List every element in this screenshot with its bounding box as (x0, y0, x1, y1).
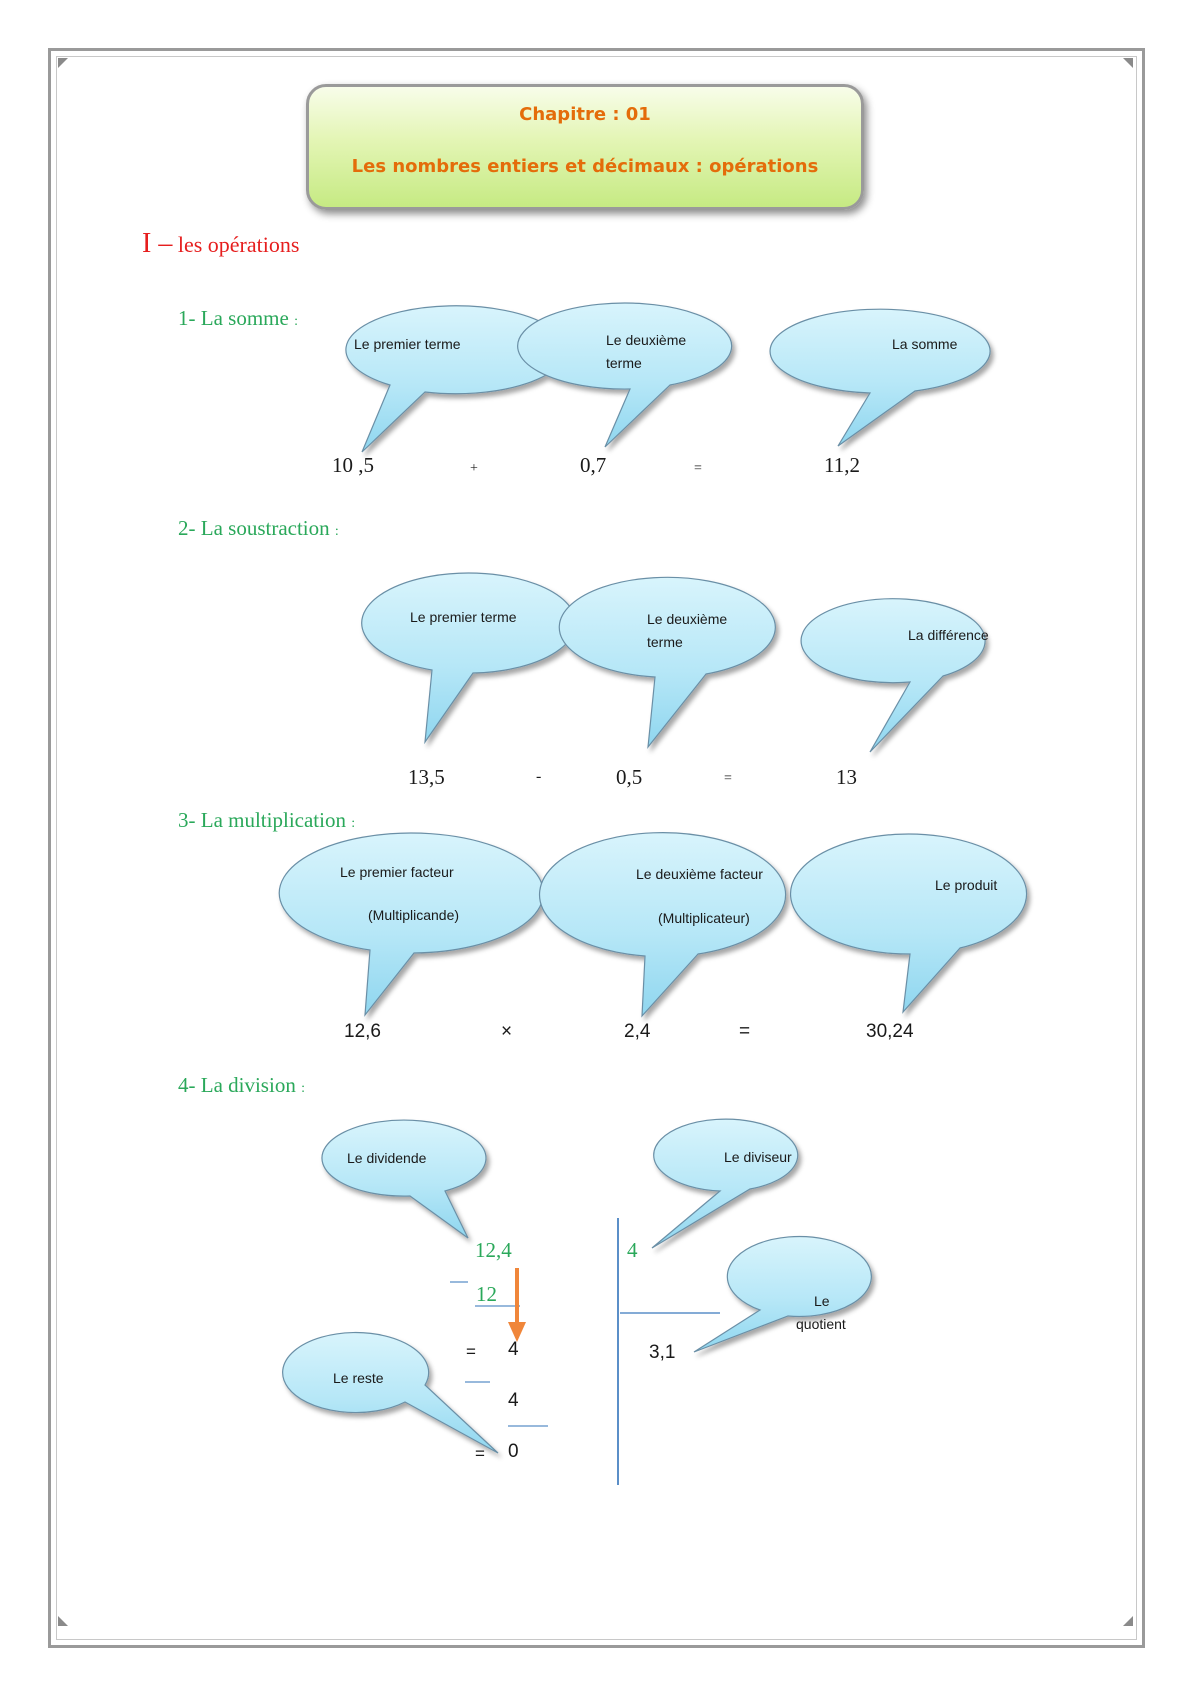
section-multiplication-heading: 3- La multiplication : (178, 808, 355, 833)
label-somme-result: La somme (892, 336, 958, 352)
label-division-remainder: Le reste (333, 1370, 384, 1386)
bubble-soustraction-second (558, 576, 776, 749)
bubble-soustraction-result (800, 598, 986, 753)
multiplication-times-sign: × (501, 1021, 513, 1042)
chapter-title-box: Chapitre : 01 Les nombres entiers et déc… (306, 84, 864, 210)
section-somme-colon: : (294, 314, 298, 329)
multiplication-product: 30,24 (866, 1021, 914, 1042)
corner-ornament-top-left (58, 58, 68, 68)
division-divisor: 4 (627, 1238, 638, 1262)
label-somme-second-term-line2: terme (606, 355, 642, 371)
soustraction-equals-sign: = (724, 771, 732, 786)
bring-down-arrow-head (508, 1322, 526, 1342)
multiplication-equals-sign: = (739, 1021, 751, 1042)
label-division-divisor: Le diviseur (724, 1149, 792, 1165)
section-multiplication-title: 3- La multiplication (178, 808, 346, 832)
bubble-division-quotient (693, 1235, 872, 1353)
page-border-inner (56, 56, 1137, 1640)
section-soustraction-heading: 2- La soustraction : (178, 516, 339, 541)
label-multiplication-multiplier: (Multiplicateur) (658, 910, 750, 926)
label-division-dividend: Le dividende (347, 1150, 427, 1166)
division-quotient: 3,1 (649, 1342, 676, 1363)
corner-ornament-top-right (1123, 58, 1133, 68)
soustraction-second-term: 0,5 (616, 765, 643, 789)
section-somme-heading: 1- La somme : (178, 306, 298, 331)
label-multiplication-first-factor: Le premier facteur (340, 864, 454, 880)
label-soustraction-second-term-line1: Le deuxième (647, 611, 728, 627)
multiplication-second-factor: 2,4 (624, 1021, 651, 1042)
label-soustraction-first-term: Le premier terme (410, 609, 517, 625)
bubble-division-divisor (651, 1118, 799, 1249)
division-first-subtrahend: 12 (476, 1282, 497, 1306)
bubble-soustraction-first (361, 572, 577, 745)
somme-first-term: 10 ,5 (332, 453, 374, 477)
section-somme-title: 1- La somme (178, 306, 289, 330)
chapter-number: Chapitre : 01 (519, 104, 651, 125)
division-step1-value: 4 (508, 1339, 519, 1360)
bubble-division-dividend (321, 1119, 487, 1239)
section-soustraction-colon: : (334, 524, 339, 539)
label-multiplication-multiplicand: (Multiplicande) (368, 907, 460, 923)
label-soustraction-difference: La différence (908, 627, 989, 643)
corner-ornament-bottom-right (1123, 1616, 1133, 1626)
bubble-somme-first (345, 305, 567, 453)
soustraction-first-term: 13,5 (408, 765, 445, 789)
somme-equals-sign: = (694, 461, 702, 476)
section-main-heading: I – les opérations (142, 228, 299, 260)
soustraction-minus-sign: - (536, 768, 542, 785)
label-division-quotient-line2: quotient (796, 1316, 846, 1332)
section-multiplication-colon: : (351, 816, 356, 831)
label-somme-first-term: Le premier terme (354, 336, 461, 352)
section-soustraction-title: 2- La soustraction (178, 516, 330, 540)
division-remainder: 0 (508, 1441, 519, 1462)
bubble-multiplication-second (538, 832, 787, 1018)
label-somme-second-term-line1: Le deuxième (606, 332, 687, 348)
section-main-title: les opérations (177, 232, 300, 257)
corner-ornament-bottom-left (58, 1616, 68, 1626)
multiplication-first-factor: 12,6 (344, 1021, 381, 1042)
section-division-colon: : (301, 1081, 305, 1096)
chapter-title: Les nombres entiers et décimaux : opérat… (351, 156, 819, 177)
division-dividend: 12,4 (475, 1238, 512, 1262)
label-multiplication-second-factor: Le deuxième facteur (636, 866, 763, 882)
label-division-quotient-line1: Le (814, 1293, 830, 1309)
somme-second-term: 0,7 (580, 453, 607, 477)
label-soustraction-second-term-line2: terme (647, 634, 683, 650)
section-division-heading: 4- La division : (178, 1073, 305, 1098)
bubble-somme-second (517, 302, 733, 448)
section-division-title: 4- La division (178, 1073, 296, 1097)
page-border-outer (48, 48, 1145, 1648)
division-step1-equals: = (466, 1342, 476, 1361)
section-main-number: I – (142, 228, 173, 259)
somme-result: 11,2 (824, 453, 860, 477)
bubble-multiplication-result (789, 833, 1028, 1014)
soustraction-result: 13 (836, 765, 857, 789)
label-multiplication-product: Le produit (935, 877, 998, 893)
division-step2-equals: = (475, 1444, 485, 1463)
bubble-division-remainder (282, 1331, 499, 1454)
division-second-subtrahend: 4 (508, 1390, 519, 1411)
bubble-multiplication-first (278, 832, 544, 1017)
bubble-somme-result (769, 308, 991, 447)
somme-plus-sign: + (470, 461, 478, 476)
